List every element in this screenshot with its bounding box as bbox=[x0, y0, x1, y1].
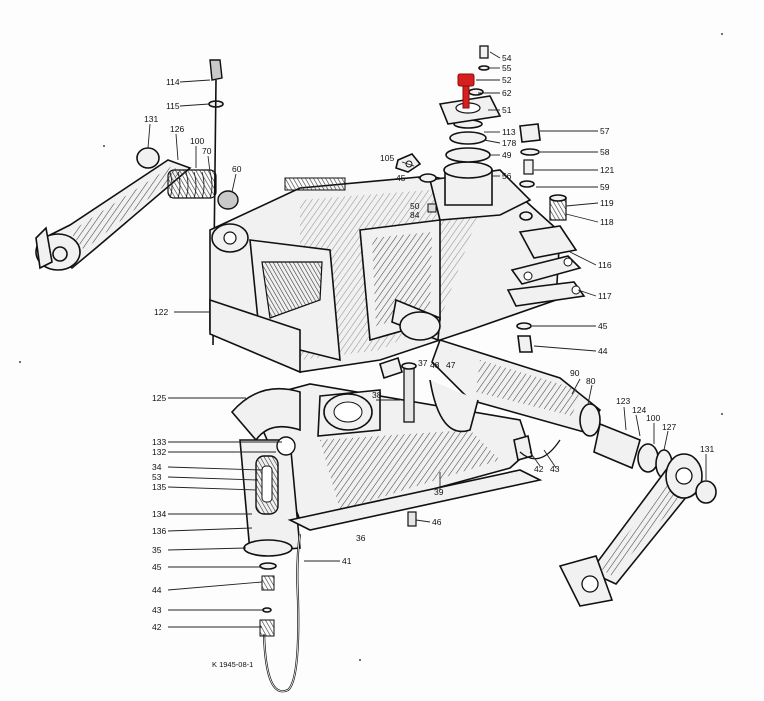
callout-62: 62 bbox=[502, 88, 512, 98]
callout-90: 90 bbox=[570, 368, 580, 378]
callout-58: 58 bbox=[600, 147, 610, 157]
callout-136: 136 bbox=[152, 526, 166, 536]
callout-84: 84 bbox=[410, 210, 420, 220]
callout-134: 134 bbox=[152, 509, 166, 519]
callout-46: 46 bbox=[432, 517, 442, 527]
callout-59: 59 bbox=[600, 182, 610, 192]
callout-49: 49 bbox=[502, 150, 512, 160]
callout-135: 135 bbox=[152, 482, 166, 492]
callout-114: 114 bbox=[166, 77, 180, 87]
highlighted-bolt bbox=[457, 73, 475, 109]
lower-housing bbox=[230, 379, 543, 557]
callout-80: 80 bbox=[586, 376, 596, 386]
highlighted-bolt-shank bbox=[462, 85, 470, 109]
callout-50: 50 bbox=[410, 201, 420, 211]
callout-100-right: 100 bbox=[646, 413, 660, 423]
leader-lines bbox=[147, 51, 707, 628]
callout-38: 38 bbox=[372, 390, 382, 400]
left-lift-arm bbox=[35, 147, 192, 271]
callout-39: 39 bbox=[434, 487, 444, 497]
callout-53: 53 bbox=[152, 472, 162, 482]
right-top-fittings bbox=[519, 123, 567, 221]
callout-118: 118 bbox=[600, 217, 614, 227]
link-arms bbox=[506, 225, 586, 353]
callout-43-bottom: 43 bbox=[152, 605, 162, 615]
callout-131-right: 131 bbox=[700, 444, 714, 454]
callout-55: 55 bbox=[502, 63, 512, 73]
callout-37: 37 bbox=[418, 358, 428, 368]
piston-rod bbox=[379, 356, 417, 423]
callout-42-bottom: 42 bbox=[152, 622, 162, 632]
callout-43-right: 43 bbox=[550, 464, 560, 474]
reference-code: K 1945-08-1 bbox=[212, 660, 253, 669]
callout-45-right: 45 bbox=[598, 321, 608, 331]
callout-126: 126 bbox=[170, 124, 184, 134]
callout-47: 47 bbox=[446, 360, 456, 370]
callout-54: 54 bbox=[502, 53, 512, 63]
callout-41: 41 bbox=[342, 556, 352, 566]
callout-131-left: 131 bbox=[144, 114, 158, 124]
callout-117: 117 bbox=[598, 291, 612, 301]
callout-44-right: 44 bbox=[598, 346, 608, 356]
callout-45-bottom: 45 bbox=[152, 562, 162, 572]
top-column-assembly bbox=[429, 45, 532, 221]
callout-116: 116 bbox=[598, 260, 612, 270]
callout-178: 178 bbox=[502, 138, 516, 148]
callout-44-bottom: 44 bbox=[152, 585, 162, 595]
callout-35: 35 bbox=[152, 545, 162, 555]
callout-115: 115 bbox=[166, 101, 180, 111]
callout-105: 105 bbox=[380, 153, 394, 163]
callout-122: 122 bbox=[154, 307, 168, 317]
left-shaft-spring bbox=[167, 169, 239, 210]
print-specks bbox=[19, 33, 723, 661]
highlighted-bolt-head bbox=[457, 73, 475, 87]
callout-124: 124 bbox=[632, 405, 646, 415]
callout-36: 36 bbox=[356, 533, 366, 543]
callout-119: 119 bbox=[600, 198, 614, 208]
callout-125: 125 bbox=[152, 393, 166, 403]
callout-133: 133 bbox=[152, 437, 166, 447]
callout-57: 57 bbox=[600, 126, 610, 136]
callout-labels: 54 55 52 62 51 113 178 49 56 57 58 121 5… bbox=[144, 53, 714, 669]
callout-121: 121 bbox=[600, 165, 614, 175]
callout-60: 60 bbox=[232, 164, 242, 174]
callout-132: 132 bbox=[152, 447, 166, 457]
callout-42-right: 42 bbox=[534, 464, 544, 474]
callout-51: 51 bbox=[502, 105, 512, 115]
oil-pipe bbox=[259, 434, 561, 693]
callout-127: 127 bbox=[662, 422, 676, 432]
callout-100-left: 100 bbox=[190, 136, 204, 146]
callout-123: 123 bbox=[616, 396, 630, 406]
callout-52: 52 bbox=[502, 75, 512, 85]
callout-70: 70 bbox=[202, 146, 212, 156]
callout-34: 34 bbox=[152, 462, 162, 472]
callout-45-top: 45 bbox=[396, 173, 406, 183]
bolt-46 bbox=[407, 511, 417, 527]
main-housing bbox=[209, 175, 561, 374]
cross-shaft bbox=[431, 339, 673, 479]
callout-113: 113 bbox=[502, 127, 516, 137]
callout-48: 48 bbox=[430, 360, 440, 370]
right-lift-arm bbox=[558, 453, 717, 607]
callout-56: 56 bbox=[502, 171, 512, 181]
